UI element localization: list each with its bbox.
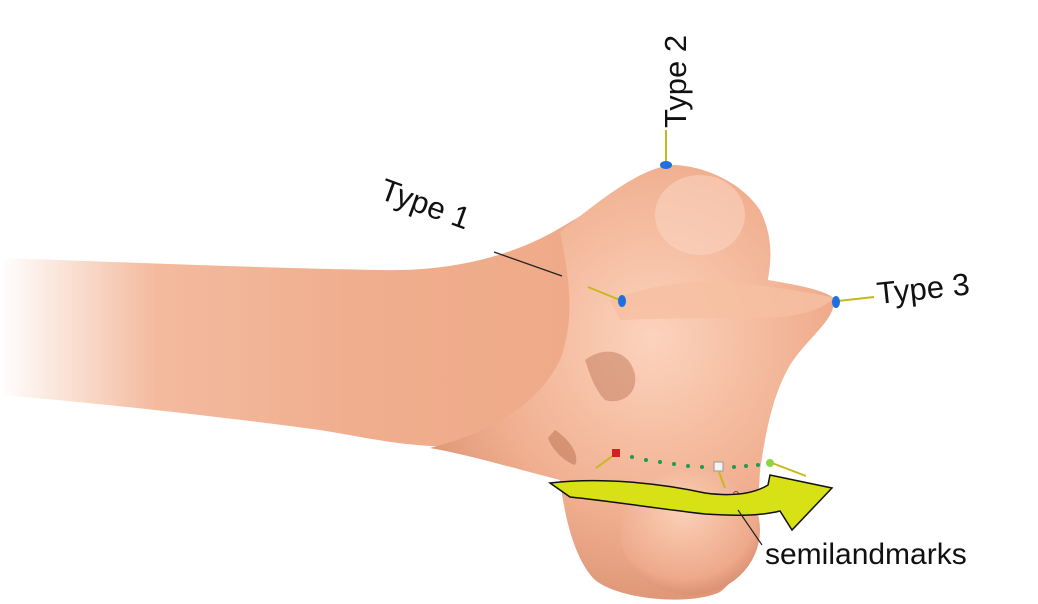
landmark-point-type3 <box>832 296 840 308</box>
semilandmark-dot <box>644 458 648 462</box>
landmark-point-type1 <box>618 295 626 307</box>
bone-highlight <box>655 175 745 255</box>
label-semilandmarks: semilandmarks <box>765 538 967 571</box>
semilandmark-middle-point <box>714 462 723 471</box>
semilandmark-dot <box>744 464 748 468</box>
semilandmark-dot <box>756 463 760 467</box>
landmark-type3 <box>832 296 874 308</box>
semilandmark-dot <box>630 455 634 459</box>
semilandmark-start-point <box>612 449 620 457</box>
semilandmark-dot <box>700 465 704 469</box>
vector-type3 <box>838 297 874 301</box>
semilandmark-dot <box>732 465 736 469</box>
semilandmark-dot <box>658 460 662 464</box>
humerus-model <box>0 165 834 600</box>
label-type2: Type 2 <box>658 35 693 128</box>
label-type3: Type 3 <box>875 266 971 311</box>
landmark-type2 <box>660 130 672 169</box>
semilandmark-dot <box>686 464 690 468</box>
vector-end <box>772 463 806 476</box>
landmark-point-type2 <box>660 161 672 169</box>
semilandmark-dot <box>672 462 676 466</box>
label-type1: Type 1 <box>376 172 475 237</box>
